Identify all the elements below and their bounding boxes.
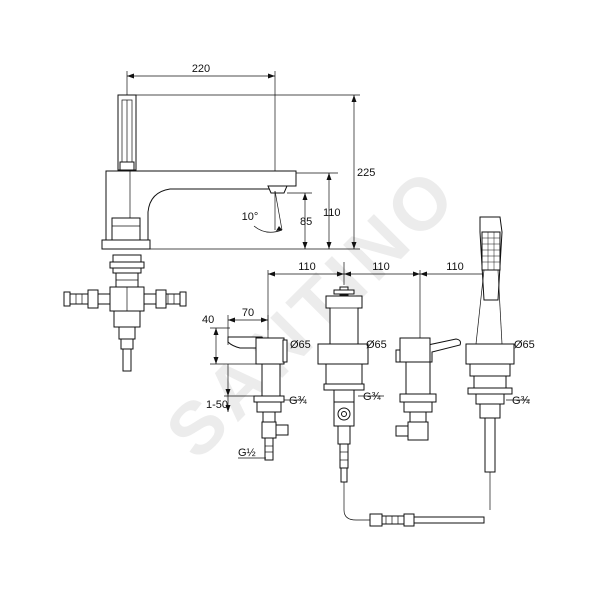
dim-spacing-1: 110 bbox=[298, 261, 316, 273]
thread-3: G¾ bbox=[512, 395, 531, 407]
dim-dia-3: Ø65 bbox=[514, 339, 535, 351]
dim-spacing-3: 110 bbox=[446, 261, 464, 273]
mixer-valve-1 bbox=[227, 336, 289, 461]
diverter-valve-2 bbox=[317, 286, 369, 483]
side-view: 220 10° 225 110 bbox=[63, 63, 375, 372]
dim-70: 70 bbox=[242, 307, 254, 319]
mixer-valve-3 bbox=[395, 337, 461, 441]
dim-40: 40 bbox=[202, 314, 214, 326]
shower-head-grid bbox=[482, 232, 500, 270]
thread-1: G¾ bbox=[289, 395, 308, 407]
dim-dia-2: Ø65 bbox=[366, 339, 387, 351]
spout-outlet bbox=[267, 185, 288, 194]
dim-225: 225 bbox=[357, 167, 375, 179]
dim-deck-range: 1-50 bbox=[206, 399, 228, 411]
connecting-hose bbox=[343, 472, 491, 527]
dim-220: 220 bbox=[192, 63, 210, 75]
dim-angle: 10° bbox=[242, 211, 259, 223]
hand-shower-4 bbox=[465, 216, 515, 473]
thread-2: G¾ bbox=[363, 391, 382, 403]
dim-110-height: 110 bbox=[323, 207, 341, 219]
thread-small: G½ bbox=[238, 447, 256, 459]
dim-spacing-2: 110 bbox=[372, 261, 390, 273]
side-valve-assembly bbox=[63, 254, 187, 372]
dim-85: 85 bbox=[300, 216, 312, 228]
front-view: 110 110 110 70 40 1-50 bbox=[202, 216, 535, 527]
dim-dia-1: Ø65 bbox=[290, 339, 311, 351]
